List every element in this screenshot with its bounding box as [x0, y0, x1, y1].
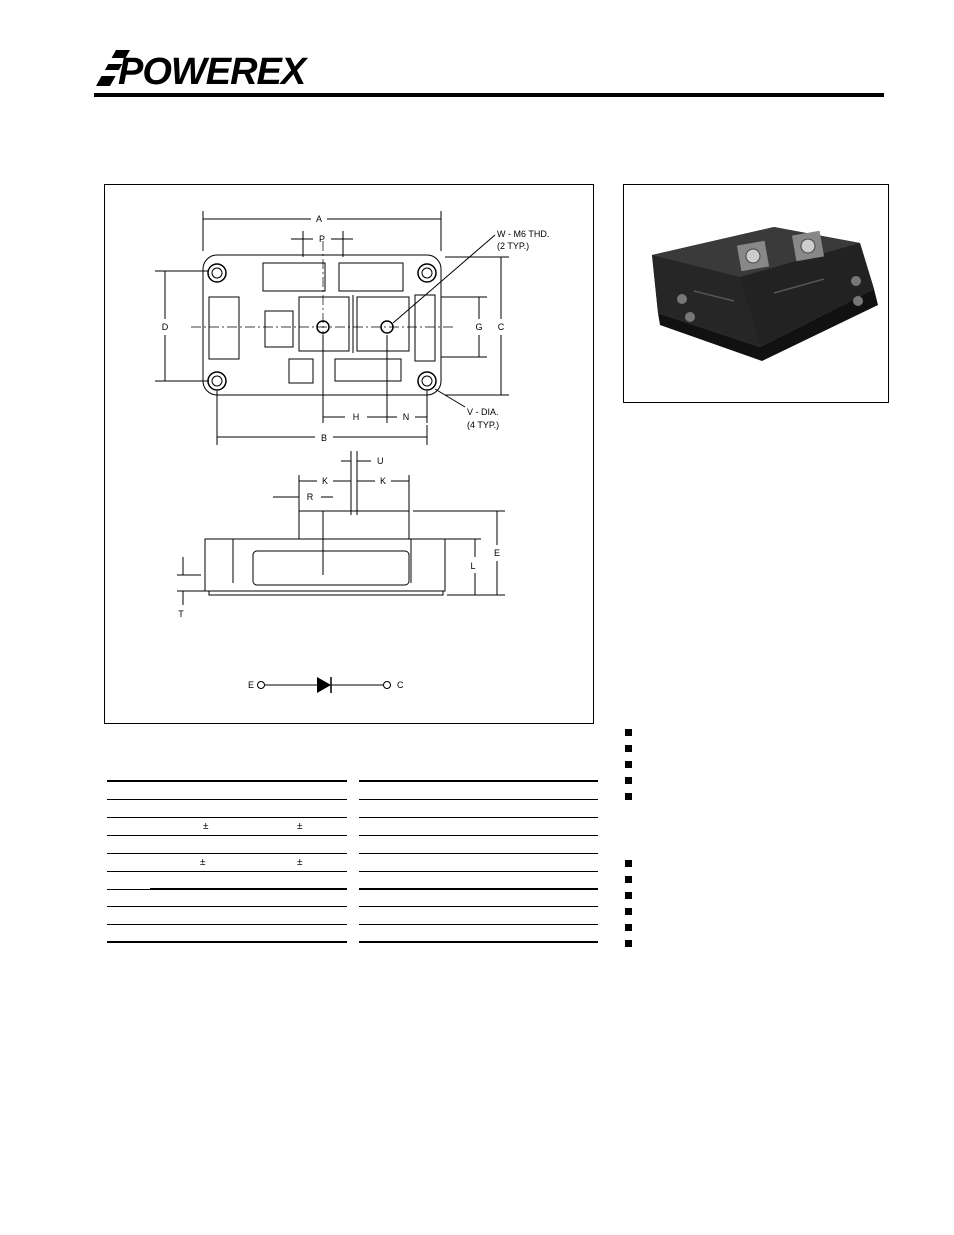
module-plan-outline [202, 254, 442, 396]
product-photo-frame [623, 184, 889, 403]
hole-note-line2: (4 TYP.) [467, 420, 499, 430]
dim-label-h: H [353, 412, 360, 422]
label-area [262, 262, 326, 292]
inner-recess [334, 358, 402, 382]
logo-wordmark: POWEREX [118, 51, 309, 92]
table-rule [107, 871, 347, 872]
application-bullet [625, 892, 632, 899]
dim-label-p: P [319, 234, 325, 244]
feature-bullet [625, 793, 632, 800]
table-rule [359, 817, 598, 818]
side-notch [208, 296, 240, 360]
application-bullet [625, 940, 632, 947]
dim-label-d: D [162, 322, 169, 332]
table-rule [359, 835, 598, 836]
header-rule [94, 93, 884, 97]
terminal-c-node [383, 681, 391, 689]
table-rule [359, 799, 598, 800]
terminal-e-node [257, 681, 265, 689]
table-rule [107, 924, 347, 925]
tolerance-symbol: ± [297, 821, 303, 832]
dim-label-t: T [178, 609, 184, 619]
diode-symbol [317, 677, 331, 693]
dim-label-r: R [307, 492, 314, 502]
application-bullet [625, 908, 632, 915]
dim-label-g: G [475, 322, 482, 332]
table-rule [359, 871, 598, 872]
table-rule-section [359, 888, 598, 890]
side-label-area [252, 550, 410, 586]
table-rule [107, 799, 347, 800]
terminal-block-side [298, 510, 410, 540]
base-plate [208, 590, 444, 596]
application-bullet [625, 860, 632, 867]
dim-label-u: U [377, 456, 384, 466]
outline-drawing: A P D G C H N B W - M6 THD. (2 TYP.) V -… [155, 211, 549, 693]
dim-label-a: A [316, 214, 322, 224]
table-rule-bottom [359, 941, 598, 943]
powerex-logo: POWEREX [96, 50, 310, 92]
table-rule [359, 924, 598, 925]
table-rule [359, 853, 598, 854]
side-notch [414, 294, 436, 362]
dim-label-k-left: K [322, 476, 328, 486]
hole-note-line1: V - DIA. [467, 407, 499, 417]
dim-label-c: C [498, 322, 505, 332]
dim-label-k-right: K [380, 476, 386, 486]
mounting-hole [207, 263, 227, 283]
table-rule [107, 835, 347, 836]
table-rule-bottom [107, 941, 347, 943]
mounting-hole [417, 371, 437, 391]
product-photo [652, 227, 878, 361]
feature-bullet [625, 777, 632, 784]
tolerance-symbol: ± [203, 821, 209, 832]
table-rule [107, 817, 347, 818]
label-area [338, 262, 404, 292]
tolerance-symbol: ± [297, 857, 303, 868]
dim-label-b: B [321, 433, 327, 443]
table-rule-top [107, 780, 347, 782]
mounting-hole [417, 263, 437, 283]
table-rule [359, 906, 598, 907]
table-rule-section [150, 888, 347, 890]
dim-label-e: E [494, 548, 500, 558]
application-bullet [625, 924, 632, 931]
feature-bullet [625, 729, 632, 736]
feature-bullet [625, 745, 632, 752]
schematic-terminal-e: E [248, 680, 254, 690]
terminal-pad [298, 296, 350, 352]
tolerance-symbol: ± [200, 857, 206, 868]
thread-note-line1: W - M6 THD. [497, 229, 549, 239]
inner-recess [264, 310, 294, 348]
mounting-hole [207, 371, 227, 391]
table-rule [107, 853, 347, 854]
inner-recess [288, 358, 314, 384]
dim-label-n: N [403, 412, 410, 422]
table-rule [107, 889, 150, 890]
table-rule [107, 906, 347, 907]
feature-bullet [625, 761, 632, 768]
schematic-terminal-c: C [397, 680, 404, 690]
outline-drawing-frame: A P D G C H N B W - M6 THD. (2 TYP.) V -… [104, 184, 594, 724]
logo-speed-stripes [96, 50, 130, 86]
terminal-pad [356, 296, 410, 352]
table-rule-top [359, 780, 598, 782]
application-bullet [625, 876, 632, 883]
dim-label-l: L [470, 561, 475, 571]
thread-note-line2: (2 TYP.) [497, 241, 529, 251]
